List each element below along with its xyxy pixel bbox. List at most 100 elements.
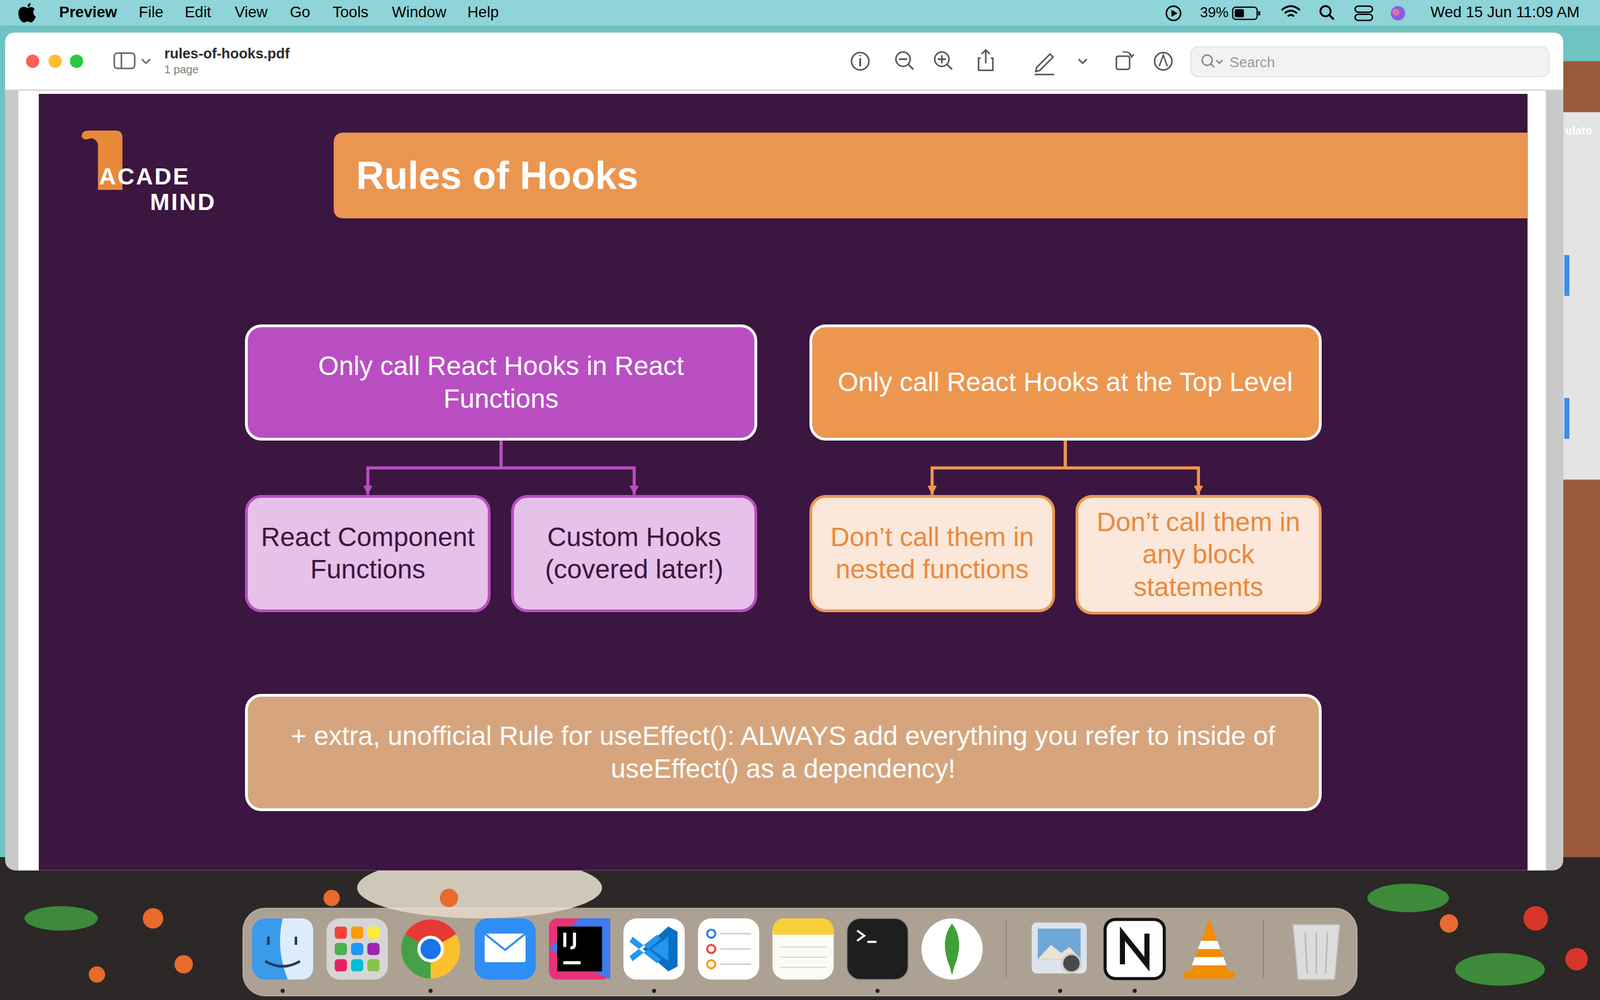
extra-rule-box: + extra, unofficial Rule for useEffect()…: [245, 693, 1322, 812]
label-wrap: ulato: [1565, 124, 1593, 138]
preview-icon: [1062, 953, 1081, 973]
label-wrap: MIND: [150, 188, 217, 216]
finder-icon: [252, 918, 314, 980]
box-text: + extra, unofficial Rule for useEffect()…: [260, 720, 1307, 785]
trash-icon: [1305, 932, 1328, 974]
notes-icon: [772, 918, 834, 980]
launchpad-icon: [367, 959, 380, 972]
launchpad-icon: [334, 942, 347, 955]
mongodb-icon: [921, 918, 983, 980]
tree-connector: [367, 440, 502, 495]
notes-icon: [779, 946, 827, 968]
chrome-icon: [420, 938, 442, 960]
rotate-icon: [1116, 56, 1130, 70]
wallpaper-flower: [1523, 906, 1548, 931]
wallpaper-flower: [1565, 947, 1588, 970]
launchpad-icon: [351, 959, 364, 972]
rotate-icon: [1122, 51, 1134, 57]
title-band: [333, 132, 1528, 219]
vlc-icon: [1183, 971, 1235, 979]
label-wrap: View: [234, 3, 268, 22]
reminders-icon: [707, 960, 716, 969]
label-wrap: 39%: [1200, 4, 1229, 21]
sub-rule-box: React Component Functions: [245, 495, 492, 613]
launchpad-icon: [367, 926, 380, 939]
chrome-icon: [401, 919, 461, 979]
menu-item: Help: [467, 3, 499, 21]
terminal-icon: [857, 930, 877, 942]
label-wrap: Go: [290, 3, 311, 22]
finder-icon: [265, 936, 300, 967]
wallpaper-leaf: [1367, 883, 1449, 913]
minimize-button: [48, 54, 62, 68]
box-text: React Component Functions: [260, 521, 477, 587]
play-icon: [1171, 9, 1178, 17]
trash-icon: [1292, 924, 1340, 980]
battery-icon: [1258, 11, 1261, 15]
launchpad-icon: [351, 926, 364, 939]
intellij-icon: [557, 926, 603, 972]
notion-icon: [1105, 919, 1165, 979]
play-icon: [1166, 6, 1181, 21]
sub-rule-box: Don’t call them in nested functions: [809, 495, 1056, 613]
background-window-text: ulato: [1565, 124, 1593, 137]
control-center-icon: [1355, 14, 1373, 21]
label-wrap: File: [138, 3, 164, 22]
close-button: [26, 54, 40, 68]
search-icon: [1329, 15, 1334, 20]
menu-bar: [0, 0, 1600, 26]
apple-logo: [18, 3, 36, 23]
wallpaper-leaf: [24, 906, 98, 931]
preview-window: [5, 32, 1564, 871]
rule-box: Only call React Hooks in React Functions: [245, 324, 758, 441]
title-bar-divider: [5, 89, 1564, 91]
wallpaper-leaf: [1455, 953, 1545, 987]
control-center-icon: [1355, 6, 1373, 13]
launchpad-icon: [334, 926, 347, 939]
tree-connector: [501, 440, 635, 495]
reminders-icon: [707, 945, 716, 954]
zoom-out-icon: [898, 59, 914, 70]
background-window-detail: [1564, 397, 1570, 439]
highlight-chevron: [1078, 59, 1087, 64]
mail-icon: [474, 918, 536, 980]
page-margin: [18, 90, 1547, 870]
reminders-icon: [707, 929, 716, 938]
launchpad-icon: [351, 942, 364, 955]
terminal-icon: [846, 918, 908, 980]
wallpaper-flower: [323, 890, 340, 907]
title-wrap: Rules of Hooks: [356, 153, 639, 198]
battery-icon: [1232, 7, 1258, 20]
label-wrap: Preview: [59, 3, 118, 22]
reminders-icon: [720, 933, 752, 965]
sub-rule-box: Custom Hooks (covered later!): [511, 495, 758, 613]
search-placeholder: Search: [1229, 54, 1275, 70]
wallpaper-flower: [440, 888, 459, 908]
search-icon: [1320, 6, 1331, 17]
label-wrap: Wed 15 Jun 11:09 AM: [1430, 3, 1580, 22]
siri-icon: [1390, 6, 1405, 21]
running-dot: [1058, 988, 1063, 993]
menu-item: File: [138, 3, 164, 21]
slide-background: [38, 93, 1528, 871]
preview-icon: [1031, 922, 1087, 974]
reminders-icon: [697, 918, 759, 980]
background-window-detail: [1564, 255, 1570, 296]
launchpad-icon: [334, 959, 347, 972]
battery-icon: [1234, 9, 1244, 18]
mail-icon: [484, 933, 525, 963]
mongodb-icon: [945, 923, 960, 976]
running-dot: [875, 988, 880, 993]
markup-icon: [1159, 55, 1168, 67]
running-dot: [428, 988, 433, 993]
label-wrap: Edit: [184, 3, 211, 22]
wallpaper-rock: [1563, 61, 1600, 878]
sidebar-toggle: [114, 53, 135, 69]
info-icon: [851, 52, 869, 70]
label-wrap: 1 page: [164, 62, 199, 76]
rule-box: Only call React Hooks at the Top Level: [809, 324, 1322, 441]
share-icon: [978, 50, 993, 71]
search-field: [1190, 46, 1549, 77]
label-wrap: Window: [391, 3, 447, 22]
notes-icon: [772, 918, 834, 935]
